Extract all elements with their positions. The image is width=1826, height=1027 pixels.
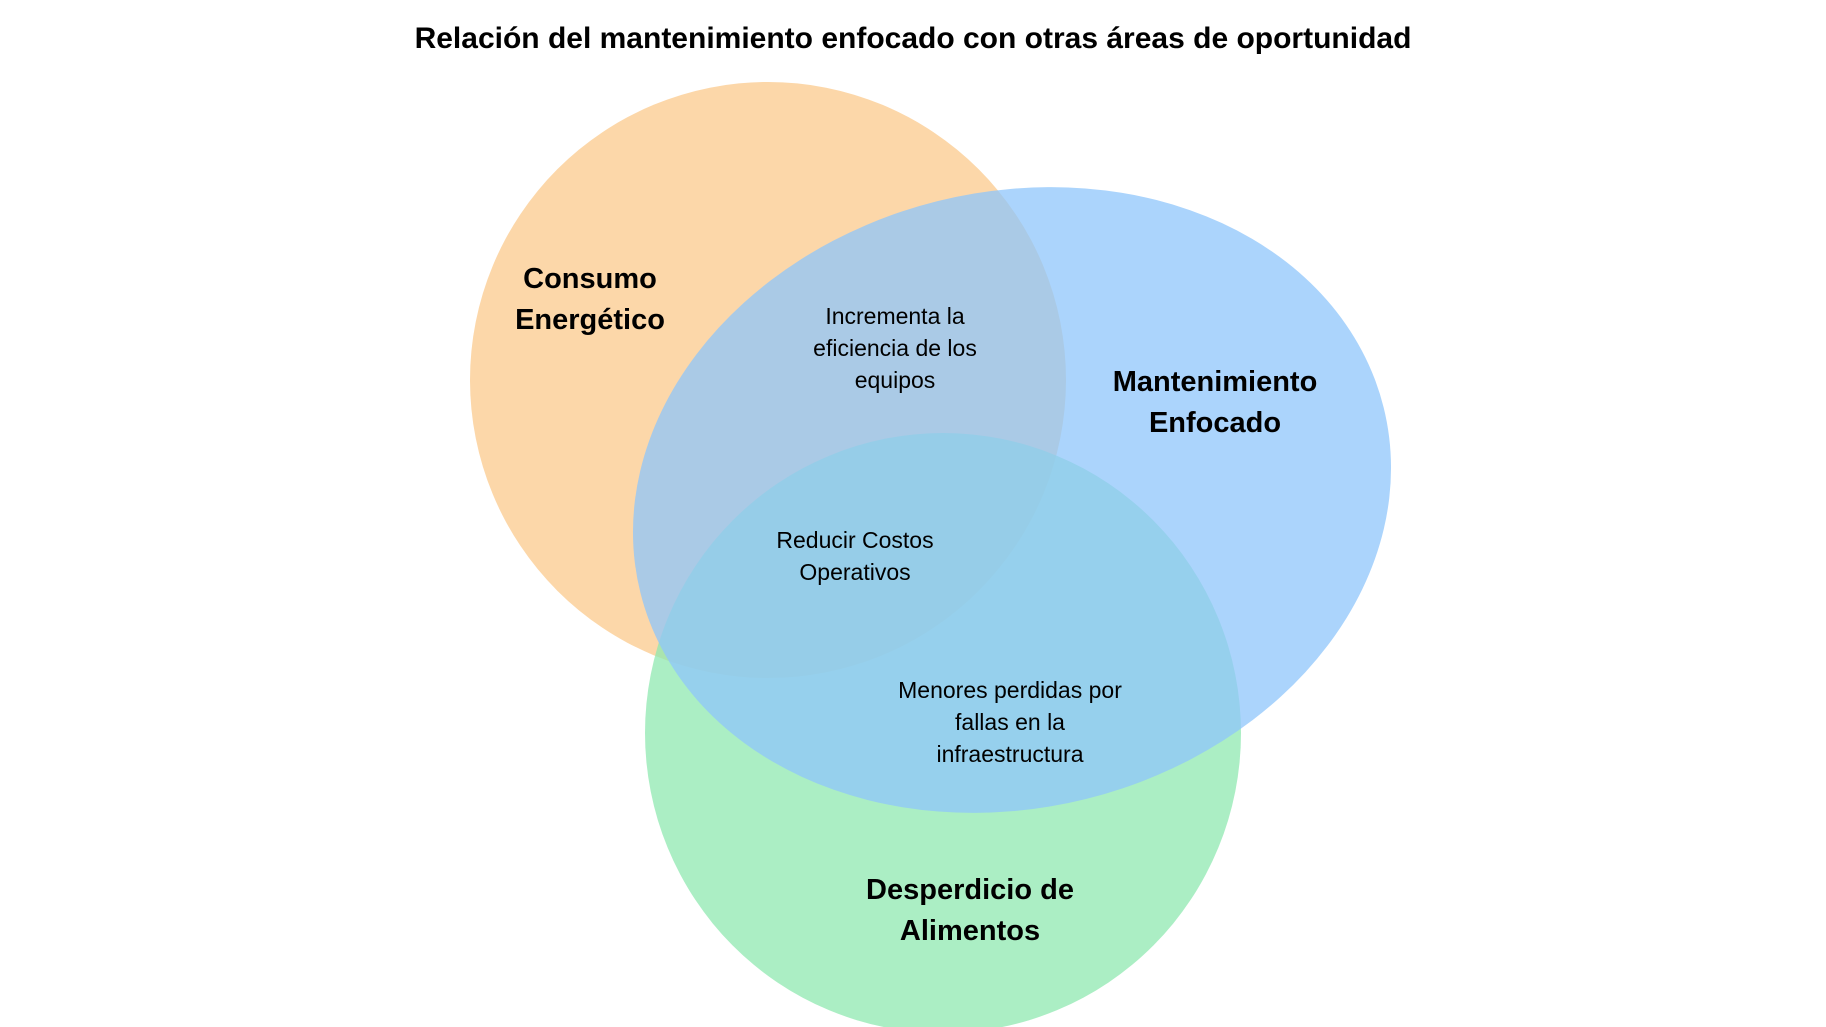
set-label-mantenimiento: Mantenimiento Enfocado	[1112, 366, 1318, 439]
intersection-label-all-three: Reducir Costos Operativos	[776, 527, 934, 585]
mantenimiento-enfocado-circle	[632, 187, 1392, 813]
page-title: Relación del mantenimiento enfocado con …	[414, 22, 1412, 55]
intersection-label-consumo-mantenimiento: Incrementa la eficiencia de los equipos	[813, 303, 977, 393]
intersection-label-mantenimiento-desperdicio: Menores perdidas por fallas en la infrae…	[898, 677, 1122, 767]
set-label-desperdicio: Desperdicio de Alimentos	[866, 874, 1074, 947]
set-label-consumo: Consumo Energético	[515, 263, 665, 336]
